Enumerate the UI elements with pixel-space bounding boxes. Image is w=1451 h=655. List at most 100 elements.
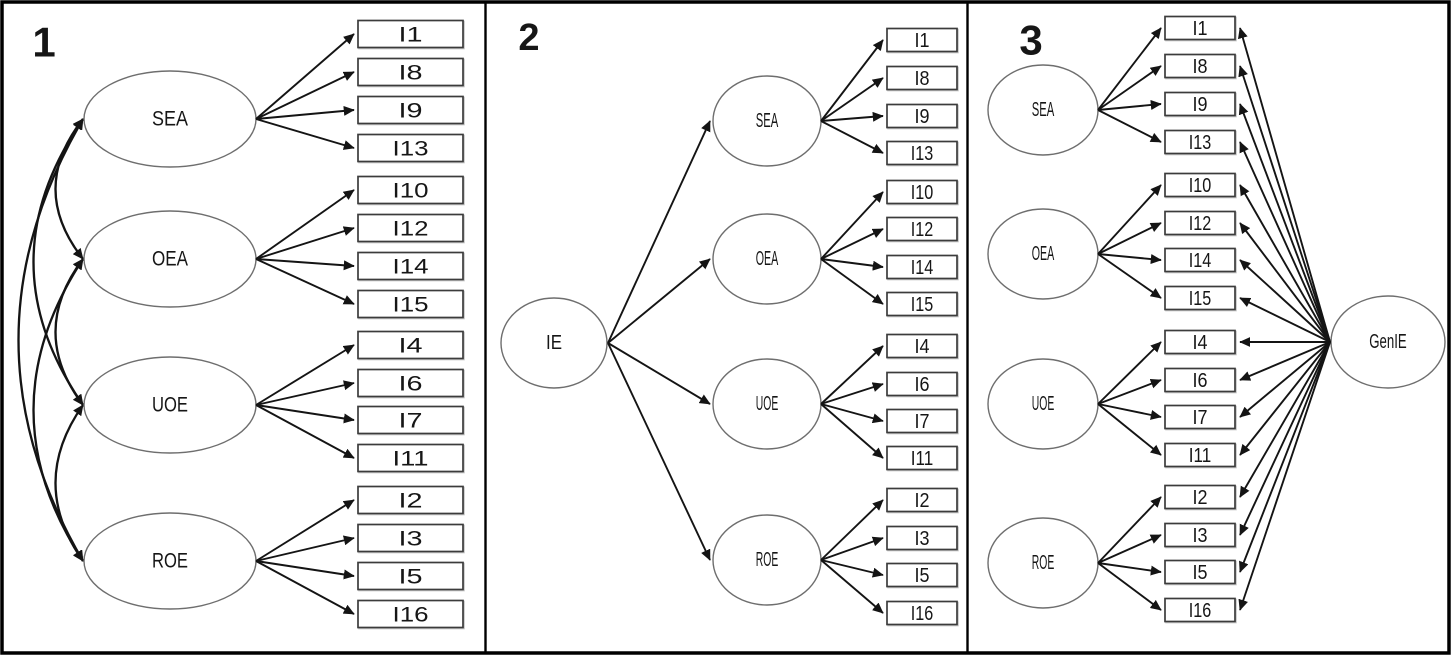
indicator-label-i14: I14: [1189, 250, 1212, 272]
indicator-box-i14: [1164, 247, 1236, 273]
loading-arrow: [255, 71, 355, 120]
indicator-label-i16: I16: [393, 604, 429, 627]
loading-arrow: [255, 404, 355, 459]
indicator-label-i4: I4: [1193, 332, 1208, 354]
indicator-box-i2: [1164, 484, 1236, 510]
loading-arrow: [255, 380, 355, 406]
loading-arrow: [820, 111, 884, 122]
loading-arrow: [255, 33, 355, 120]
loading-arrow: [820, 403, 884, 424]
factor-label-oea: OEA: [756, 248, 779, 270]
indicator-label-i15: I15: [911, 294, 934, 316]
loading-arrow: [1097, 222, 1162, 255]
loading-arrow: [820, 559, 884, 578]
indicator-box-i4: [357, 330, 464, 360]
loading-arrow: [1097, 403, 1162, 420]
indicator-label-i16: I16: [911, 603, 934, 625]
indicator-box-i11: [1164, 442, 1236, 468]
loading-arrow: [1097, 341, 1162, 405]
factor-label-oea: OEA: [152, 248, 188, 271]
loading-arrow: [820, 536, 884, 561]
indicator-box-i15: [1164, 285, 1236, 311]
panel-number: 1: [32, 19, 55, 66]
indicator-box-i10: [357, 175, 464, 205]
indicator-label-i2: I2: [915, 490, 930, 512]
loading-arrow: [255, 189, 355, 260]
loading-arrow: [255, 105, 355, 120]
indicator-box-i8: [886, 65, 958, 91]
second-order-arrow: [607, 342, 711, 405]
indicator-label-i5: I5: [399, 566, 423, 589]
indicator-label-i1: I1: [915, 30, 930, 52]
loading-arrow: [820, 77, 884, 122]
indicator-box-i16: [886, 600, 958, 626]
indicator-box-i5: [357, 561, 464, 591]
loading-arrow: [820, 191, 884, 260]
loading-arrow: [820, 403, 884, 459]
indicator-box-i10: [1164, 172, 1236, 198]
factor-label-roe: ROE: [1032, 552, 1055, 574]
loading-arrow: [820, 228, 884, 260]
indicator-box-i7: [357, 405, 464, 435]
indicator-box-i9: [357, 95, 464, 125]
factor-label-roe: ROE: [756, 549, 779, 571]
indicator-box-i14: [886, 254, 958, 280]
indicator-label-i8: I8: [1193, 56, 1208, 78]
indicator-box-i7: [1164, 404, 1236, 430]
indicator-box-i9: [1164, 91, 1236, 117]
indicator-box-i5: [886, 562, 958, 588]
general-loading-arrow: [1239, 341, 1331, 498]
general-loading-arrow: [1239, 259, 1331, 343]
higher-order-factor-label: IE: [546, 332, 562, 354]
loading-arrow: [255, 258, 355, 271]
indicator-label-i13: I13: [1189, 132, 1212, 154]
indicator-label-i11: I11: [911, 448, 934, 470]
indicator-label-i1: I1: [1193, 18, 1208, 40]
loading-arrow: [820, 559, 884, 614]
indicator-box-i12: [357, 213, 464, 243]
loading-arrow: [820, 258, 884, 271]
indicator-box-i16: [357, 599, 464, 629]
indicator-box-i4: [886, 333, 958, 359]
indicator-label-i3: I3: [1193, 525, 1208, 547]
loading-arrow: [1097, 109, 1162, 143]
indicator-label-i16: I16: [1189, 600, 1212, 622]
indicator-label-i10: I10: [911, 182, 934, 204]
indicator-label-i15: I15: [393, 294, 429, 317]
second-order-arrow: [607, 342, 711, 561]
loading-arrow: [255, 535, 355, 562]
loading-arrow: [255, 560, 355, 615]
factor-label-uoe: UOE: [152, 394, 188, 417]
loading-arrow: [255, 118, 355, 150]
indicator-box-i13: [357, 133, 464, 163]
loading-arrow: [1097, 403, 1162, 456]
loading-arrow: [1097, 562, 1162, 611]
indicator-box-i14: [357, 251, 464, 281]
general-factor-ellipse: [1330, 295, 1446, 389]
loading-arrow: [1097, 253, 1162, 265]
panel-number: 2: [518, 17, 539, 59]
indicator-label-i6: I6: [915, 374, 930, 396]
general-loading-arrow: [1239, 222, 1331, 343]
indicator-box-i9: [886, 103, 958, 129]
diagram-content: 1SEAI1I8I9I13OEAI10I12I14I15UOEI4I6I7I11…: [17, 15, 1446, 629]
loading-arrow: [1097, 378, 1162, 405]
indicator-label-i4: I4: [915, 336, 930, 358]
indicator-label-i9: I9: [1193, 94, 1208, 116]
indicator-box-i15: [357, 289, 464, 319]
loading-arrow: [820, 39, 884, 122]
indicator-label-i9: I9: [399, 100, 423, 123]
indicator-label-i7: I7: [399, 410, 423, 433]
indicator-box-i6: [886, 371, 958, 397]
general-loading-arrow: [1239, 297, 1331, 343]
indicator-label-i3: I3: [399, 528, 423, 551]
loading-arrow: [255, 344, 355, 406]
covariance-arrow-4: [32, 118, 84, 406]
indicator-box-i13: [886, 140, 958, 166]
indicator-box-i12: [1164, 210, 1236, 236]
indicator-label-i10: I10: [393, 180, 429, 203]
loading-arrow: [820, 345, 884, 405]
